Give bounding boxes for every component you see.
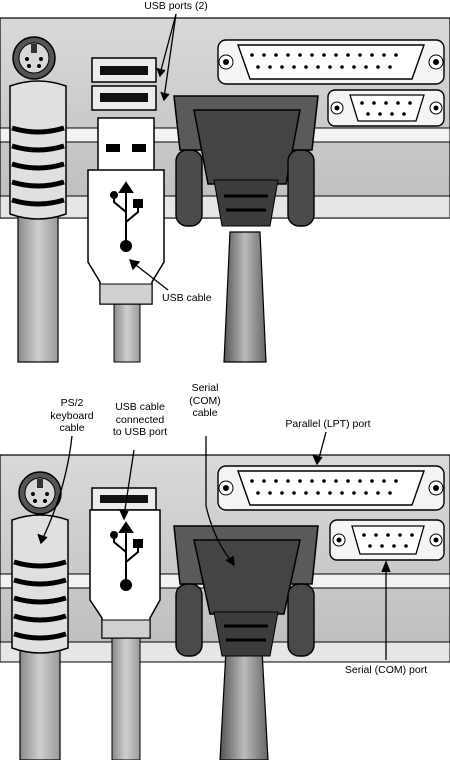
serial-com-port-label: Serial (COM) port (344, 664, 428, 676)
usb-cable-connected-line-1: USB cable (115, 401, 165, 413)
usb-ports-label: USB ports (2) (144, 0, 208, 12)
usb-ports-top (91, 57, 157, 111)
ps2-keyboard-cable-line-3: cable (59, 422, 85, 434)
ps2-cable-top (9, 80, 67, 363)
serial-com-cable-line-1: Serial (191, 382, 219, 394)
serial-port-arrow (381, 560, 391, 660)
parallel-port-bottom (217, 465, 445, 511)
serial-cable-arrow (205, 436, 235, 567)
vga-cable-top (173, 95, 319, 363)
usb-cable-top (87, 117, 165, 363)
usb-cable-connected-line-2: connected (115, 413, 165, 426)
parallel-port-arrow (312, 431, 327, 466)
ps2-keyboard-cable-line-1: PS/2 (60, 397, 84, 409)
usb-cable-label: USB cable (162, 292, 212, 304)
ps2-port-bottom (18, 471, 62, 515)
parallel-port-top (217, 39, 445, 85)
ps2-cable-bottom (11, 514, 69, 760)
usb-port-bottom (91, 487, 157, 511)
ps2-port-top (12, 36, 56, 80)
usb-cable-arrow (129, 259, 169, 291)
serial-com-cable-label: Serial (COM) cable (178, 382, 232, 420)
serial-com-cable-line-3: cable (192, 407, 218, 419)
ps2-cable-arrow (37, 435, 73, 545)
parallel-lpt-port-label: Parallel (LPT) port (285, 418, 371, 430)
vga-cable-bottom (173, 525, 319, 760)
usb-cable-connected-arrow (119, 449, 135, 521)
usb-logo-icon (110, 521, 143, 591)
top-panel (0, 13, 450, 363)
usb-cable-connected-line-3: to USB port (112, 426, 168, 438)
bottom-panel (0, 431, 450, 760)
serial-port-bottom (329, 519, 445, 561)
ps2-keyboard-cable-label: PS/2 keyboard cable (40, 397, 104, 435)
usb-cable-bottom (89, 509, 161, 760)
usb-cable-connected-label: USB cable connected to USB port (103, 401, 177, 439)
serial-com-cable-line-2: (COM) (189, 394, 221, 407)
ps2-keyboard-cable-line-2: keyboard (50, 409, 94, 422)
serial-port-top (327, 89, 445, 127)
usb-ports-arrows (156, 13, 177, 102)
usb-logo-icon (110, 181, 143, 252)
